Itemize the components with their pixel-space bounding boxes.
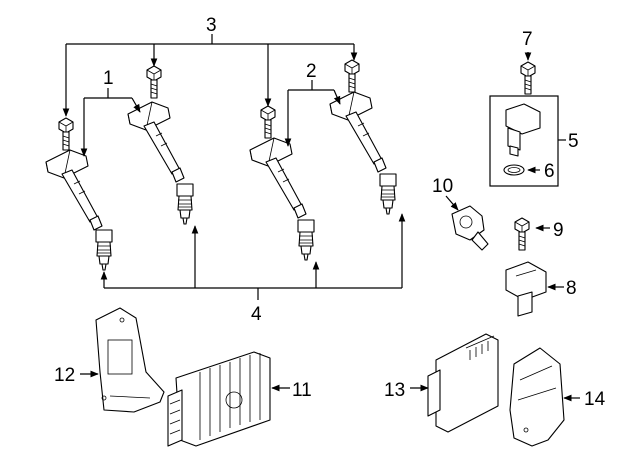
callout-14: 14 (584, 389, 606, 410)
callout-8: 8 (566, 278, 577, 299)
ignition-coil-1 (45, 149, 103, 231)
coil-bolt-4 (344, 59, 360, 93)
sensor-bolt-7 (520, 61, 536, 95)
ecm-bracket (95, 307, 165, 413)
coil-bolt-2 (146, 65, 162, 99)
callout-12: 12 (54, 365, 75, 386)
sensor-kit-box (489, 95, 559, 187)
callout-6: 6 (544, 161, 555, 182)
spark-plug-2 (176, 183, 194, 225)
callout-2: 2 (306, 61, 317, 82)
callout-1: 1 (103, 68, 114, 89)
sensor-o-ring (503, 164, 525, 176)
callout-4: 4 (251, 304, 262, 325)
callout-3: 3 (206, 15, 217, 36)
engine-control-module (167, 351, 271, 447)
spark-plug-1 (95, 229, 113, 271)
ignition-coil-2 (127, 101, 185, 183)
coil-bolt-1 (58, 117, 74, 151)
coil-bolt-3 (260, 105, 276, 139)
control-unit-bracket (509, 347, 565, 447)
sensor-bolt-9 (514, 217, 530, 251)
ignition-coil-3 (249, 137, 307, 219)
ignition-coil-4 (329, 91, 387, 173)
callout-9: 9 (553, 220, 564, 241)
callout-13: 13 (384, 380, 405, 401)
control-unit (427, 333, 499, 433)
spark-plug-3 (297, 219, 315, 261)
callout-7: 7 (522, 29, 533, 50)
knock-sensor (451, 205, 489, 251)
camshaft-sensor (505, 103, 541, 157)
crankshaft-sensor (505, 261, 547, 317)
callout-10: 10 (432, 176, 453, 197)
callout-11: 11 (292, 380, 312, 401)
spark-plug-4 (379, 173, 397, 215)
callout-5: 5 (568, 131, 579, 152)
